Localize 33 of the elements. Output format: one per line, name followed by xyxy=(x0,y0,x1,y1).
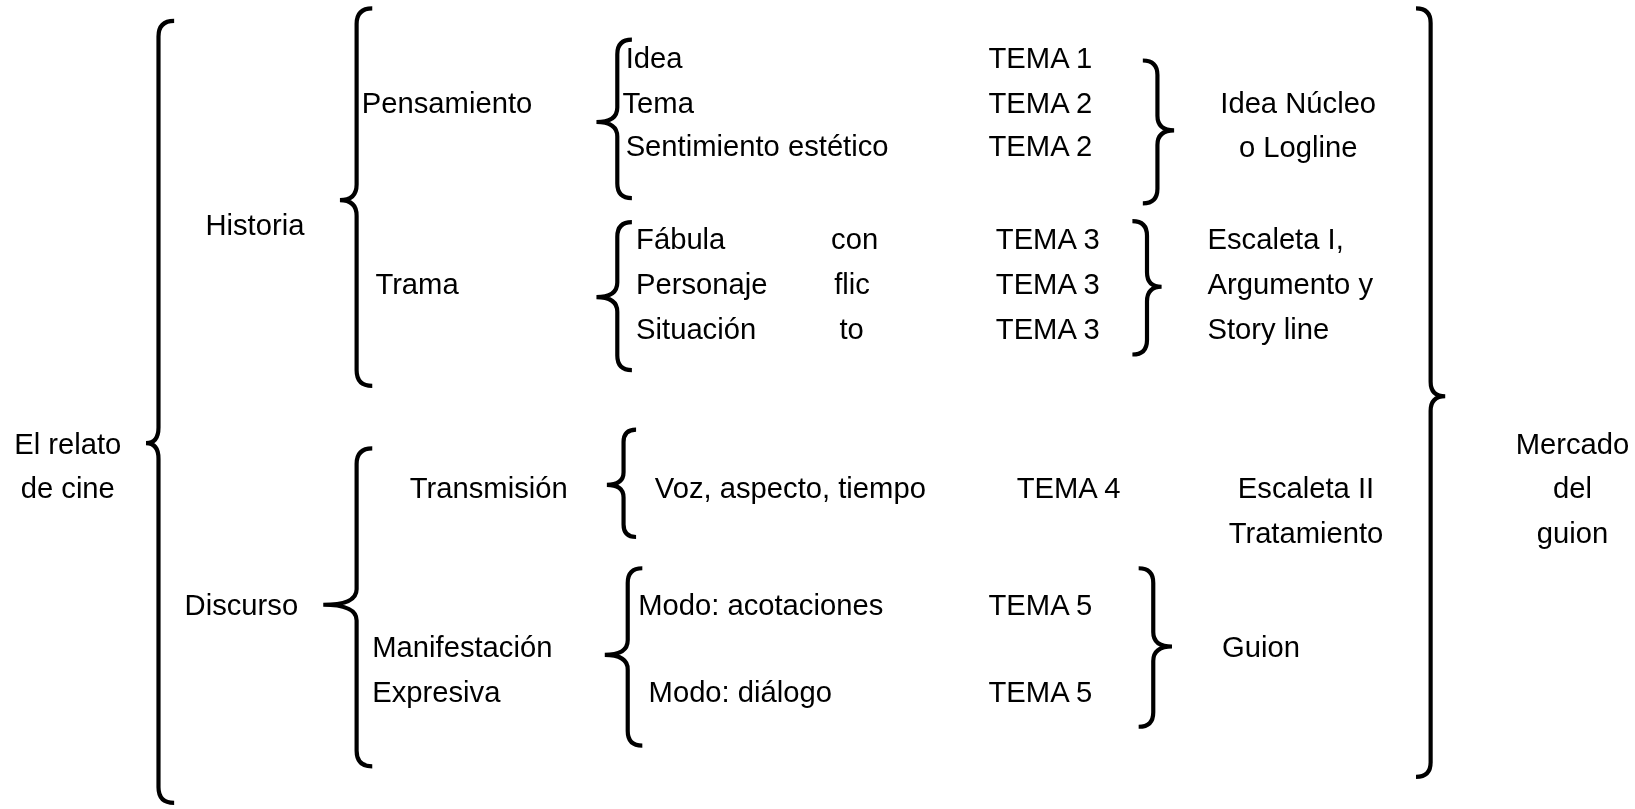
concept-label: Modo: acotaciones xyxy=(638,588,884,624)
unit-label: TEMA 5 xyxy=(988,674,1093,710)
unit-label: TEMA 1 xyxy=(988,40,1093,77)
concept-label: to xyxy=(839,311,864,348)
outcome-label: Mercado del guion xyxy=(1514,426,1631,552)
root-label: El relato de cine xyxy=(13,426,123,507)
concept-label: flic xyxy=(834,267,870,303)
unit-label: TEMA 2 xyxy=(988,85,1093,121)
concept-label: Trama xyxy=(375,267,459,303)
concept-label: Voz, aspecto, tiempo xyxy=(654,471,926,507)
concept-label: Manifestación Expresiva xyxy=(372,629,554,710)
concept-label: Modo: diálogo xyxy=(648,674,832,710)
outcome-label: Guion xyxy=(1222,629,1300,666)
outcome-label: Escaleta II Tratamiento xyxy=(1227,471,1385,552)
outcome-label: Escaleta I, Argumento y Story line xyxy=(1207,222,1374,348)
unit-label: TEMA 4 xyxy=(1016,471,1121,507)
concept-label: Transmisión xyxy=(409,471,568,507)
outcome-label: Idea Núcleo o Logline xyxy=(1219,85,1378,166)
concept-label: Tema xyxy=(622,85,694,121)
concept-label: Sentimiento estético xyxy=(625,129,889,165)
concept-label: Situación xyxy=(636,311,757,348)
concept-label: Idea xyxy=(625,40,683,77)
concept-label: Personaje xyxy=(636,267,768,303)
concept-label: con xyxy=(831,222,879,258)
concept-label: Historia xyxy=(205,207,305,243)
unit-label: TEMA 3 xyxy=(995,267,1100,303)
unit-label: TEMA 3 xyxy=(995,222,1100,258)
unit-label: TEMA 5 xyxy=(988,588,1093,624)
concept-label: Pensamiento xyxy=(361,85,533,121)
concept-label: Discurso xyxy=(184,588,299,624)
unit-label: TEMA 2 xyxy=(988,129,1093,165)
concept-label: Fábula xyxy=(636,222,726,258)
unit-label: TEMA 3 xyxy=(995,311,1100,348)
